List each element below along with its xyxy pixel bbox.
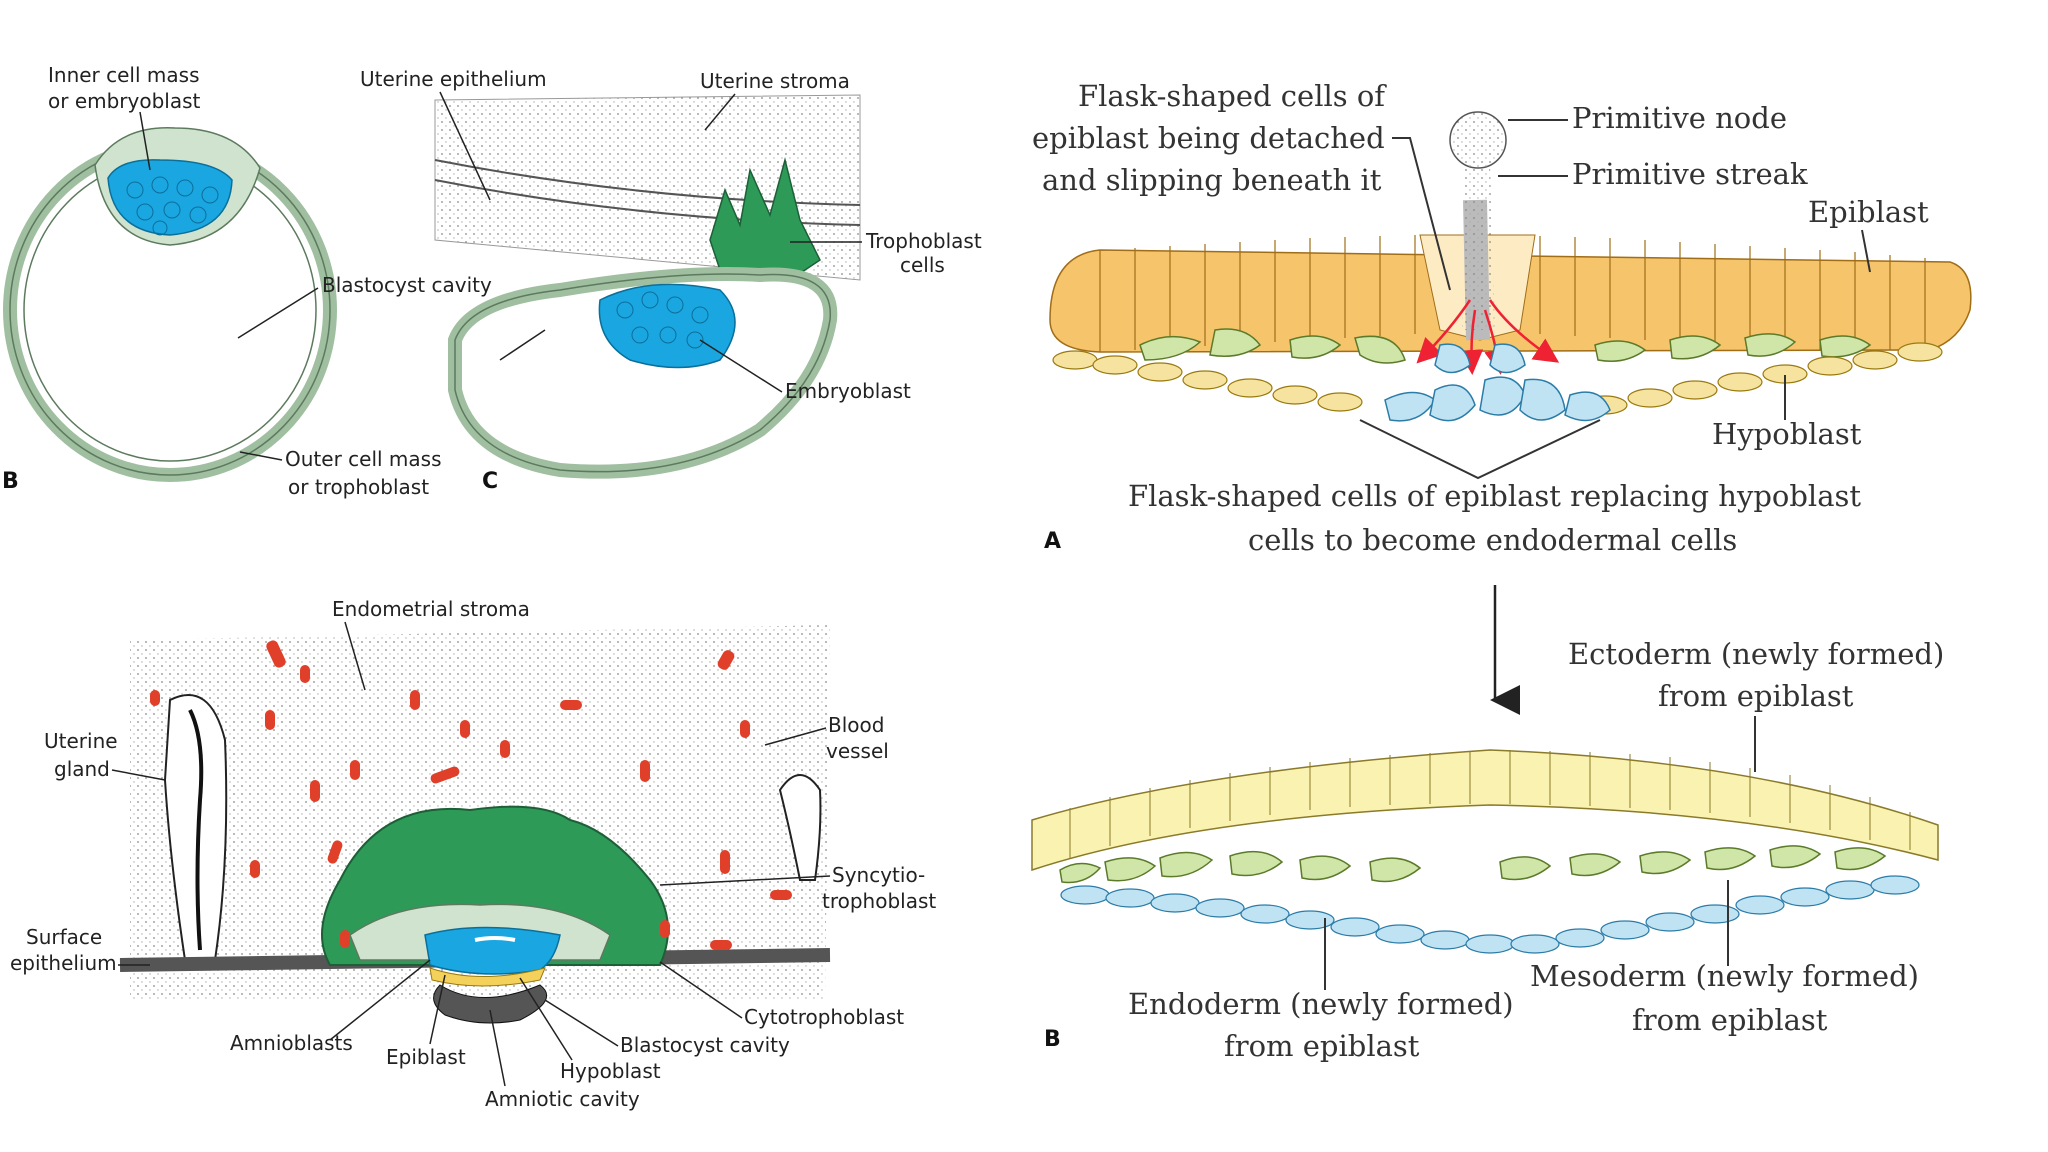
- leader-epiblast-bottom: [429, 974, 446, 1045]
- leader-cytotrophoblast: [659, 961, 743, 1019]
- label-cytotrophoblast: Cytotrophoblast: [744, 1005, 904, 1029]
- label-flask-detached-1: Flask-shaped cells of: [1078, 79, 1387, 113]
- label-uterine-stroma: Uterine stroma: [700, 69, 850, 93]
- label-flask-detached-2: epiblast being detached: [1032, 121, 1385, 155]
- label-endoderm-1: Endoderm (newly formed): [1128, 987, 1514, 1021]
- blastocyst-diagram: [3, 127, 337, 482]
- leader-blood-vessel: [764, 727, 827, 746]
- panel-letter-b-right: B: [1044, 1027, 1061, 1052]
- label-endoderm-2: from epiblast: [1224, 1029, 1420, 1063]
- leader-uterine-gland: [111, 769, 166, 781]
- label-blastocyst-cavity-bottom: Blastocyst cavity: [620, 1033, 790, 1057]
- label-amniotic-cavity: Amniotic cavity: [485, 1087, 640, 1111]
- leader-syncytiotrophoblast: [659, 875, 831, 886]
- leader-endometrial-stroma: [344, 621, 366, 691]
- label-uterine-gland-1: Uterine: [44, 729, 118, 753]
- leader-amniotic-cavity: [489, 1009, 506, 1087]
- leader-uterine-epithelium: [439, 91, 491, 201]
- label-ectoderm-1: Ectoderm (newly formed): [1568, 637, 1944, 671]
- leader-hypoblast-bottom: [519, 977, 573, 1061]
- leader-inner-cell-mass: [139, 111, 151, 171]
- leader-flask-detached: [1392, 137, 1451, 291]
- label-inner-cell-mass-2: or embryoblast: [48, 89, 201, 113]
- label-amnioblasts: Amnioblasts: [230, 1031, 353, 1055]
- label-flask-replacing-1: Flask-shaped cells of epiblast replacing…: [1128, 479, 1861, 513]
- label-mesoderm-2: from epiblast: [1632, 1003, 1828, 1037]
- label-hypoblast-bottom: Hypoblast: [560, 1059, 661, 1083]
- label-uterine-epithelium: Uterine epithelium: [360, 67, 547, 91]
- label-inner-cell-mass-1: Inner cell mass: [48, 63, 199, 87]
- label-flask-replacing-2: cells to become endodermal cells: [1248, 523, 1737, 557]
- implanting-blastocyst-diagram: [434, 94, 861, 479]
- panel-letter-c: C: [482, 469, 498, 494]
- label-ectoderm-2: from epiblast: [1658, 679, 1854, 713]
- label-blood-vessel-1: Blood: [828, 713, 884, 737]
- label-surface-epithelium-2: epithelium: [10, 951, 117, 975]
- leader-flask-replacing: [1359, 419, 1601, 480]
- gastrulation-diagram-b: [1031, 749, 1939, 954]
- panel-letter-b-left: B: [2, 469, 19, 494]
- leader-uterine-stroma: [704, 93, 736, 131]
- label-primitive-streak: Primitive streak: [1572, 157, 1808, 191]
- label-primitive-node: Primitive node: [1572, 101, 1787, 135]
- implantation-diagram: [119, 625, 831, 1024]
- leader-epiblast-a: [1861, 229, 1871, 273]
- label-uterine-gland-2: gland: [54, 757, 110, 781]
- leader-embryoblast: [699, 339, 783, 393]
- gastrulation-diagram-a: [1049, 111, 1972, 422]
- label-blood-vessel-2: vessel: [826, 739, 889, 763]
- leader-blastocyst-cavity-bottom: [544, 999, 619, 1047]
- label-endometrial-stroma: Endometrial stroma: [332, 597, 530, 621]
- label-outer-cell-mass-1: Outer cell mass: [285, 447, 442, 471]
- leader-blastocyst-cavity-b: [237, 287, 319, 339]
- label-epiblast-a: Epiblast: [1808, 195, 1929, 229]
- label-flask-detached-3: and slipping beneath it: [1042, 163, 1382, 197]
- leader-outer-cell-mass: [239, 451, 283, 461]
- panel-letter-a-right: A: [1044, 529, 1061, 554]
- label-syncytiotrophoblast-1: Syncytio-: [832, 863, 925, 887]
- leader-amnioblasts: [329, 959, 431, 1041]
- label-epiblast-bottom: Epiblast: [386, 1045, 466, 1069]
- leader-blastocyst-cavity-c: [499, 329, 546, 361]
- label-syncytiotrophoblast-2: trophoblast: [822, 889, 936, 913]
- label-surface-epithelium-1: Surface: [26, 925, 102, 949]
- label-blastocyst-cavity-b: Blastocyst cavity: [322, 273, 492, 297]
- label-hypoblast-a: Hypoblast: [1712, 417, 1862, 451]
- label-outer-cell-mass-2: or trophoblast: [288, 475, 429, 499]
- label-embryoblast: Embryoblast: [785, 379, 911, 403]
- label-trophoblast-cells-1: Trophoblast: [865, 229, 982, 253]
- label-trophoblast-cells-2: cells: [900, 253, 945, 277]
- label-mesoderm-1: Mesoderm (newly formed): [1530, 959, 1919, 993]
